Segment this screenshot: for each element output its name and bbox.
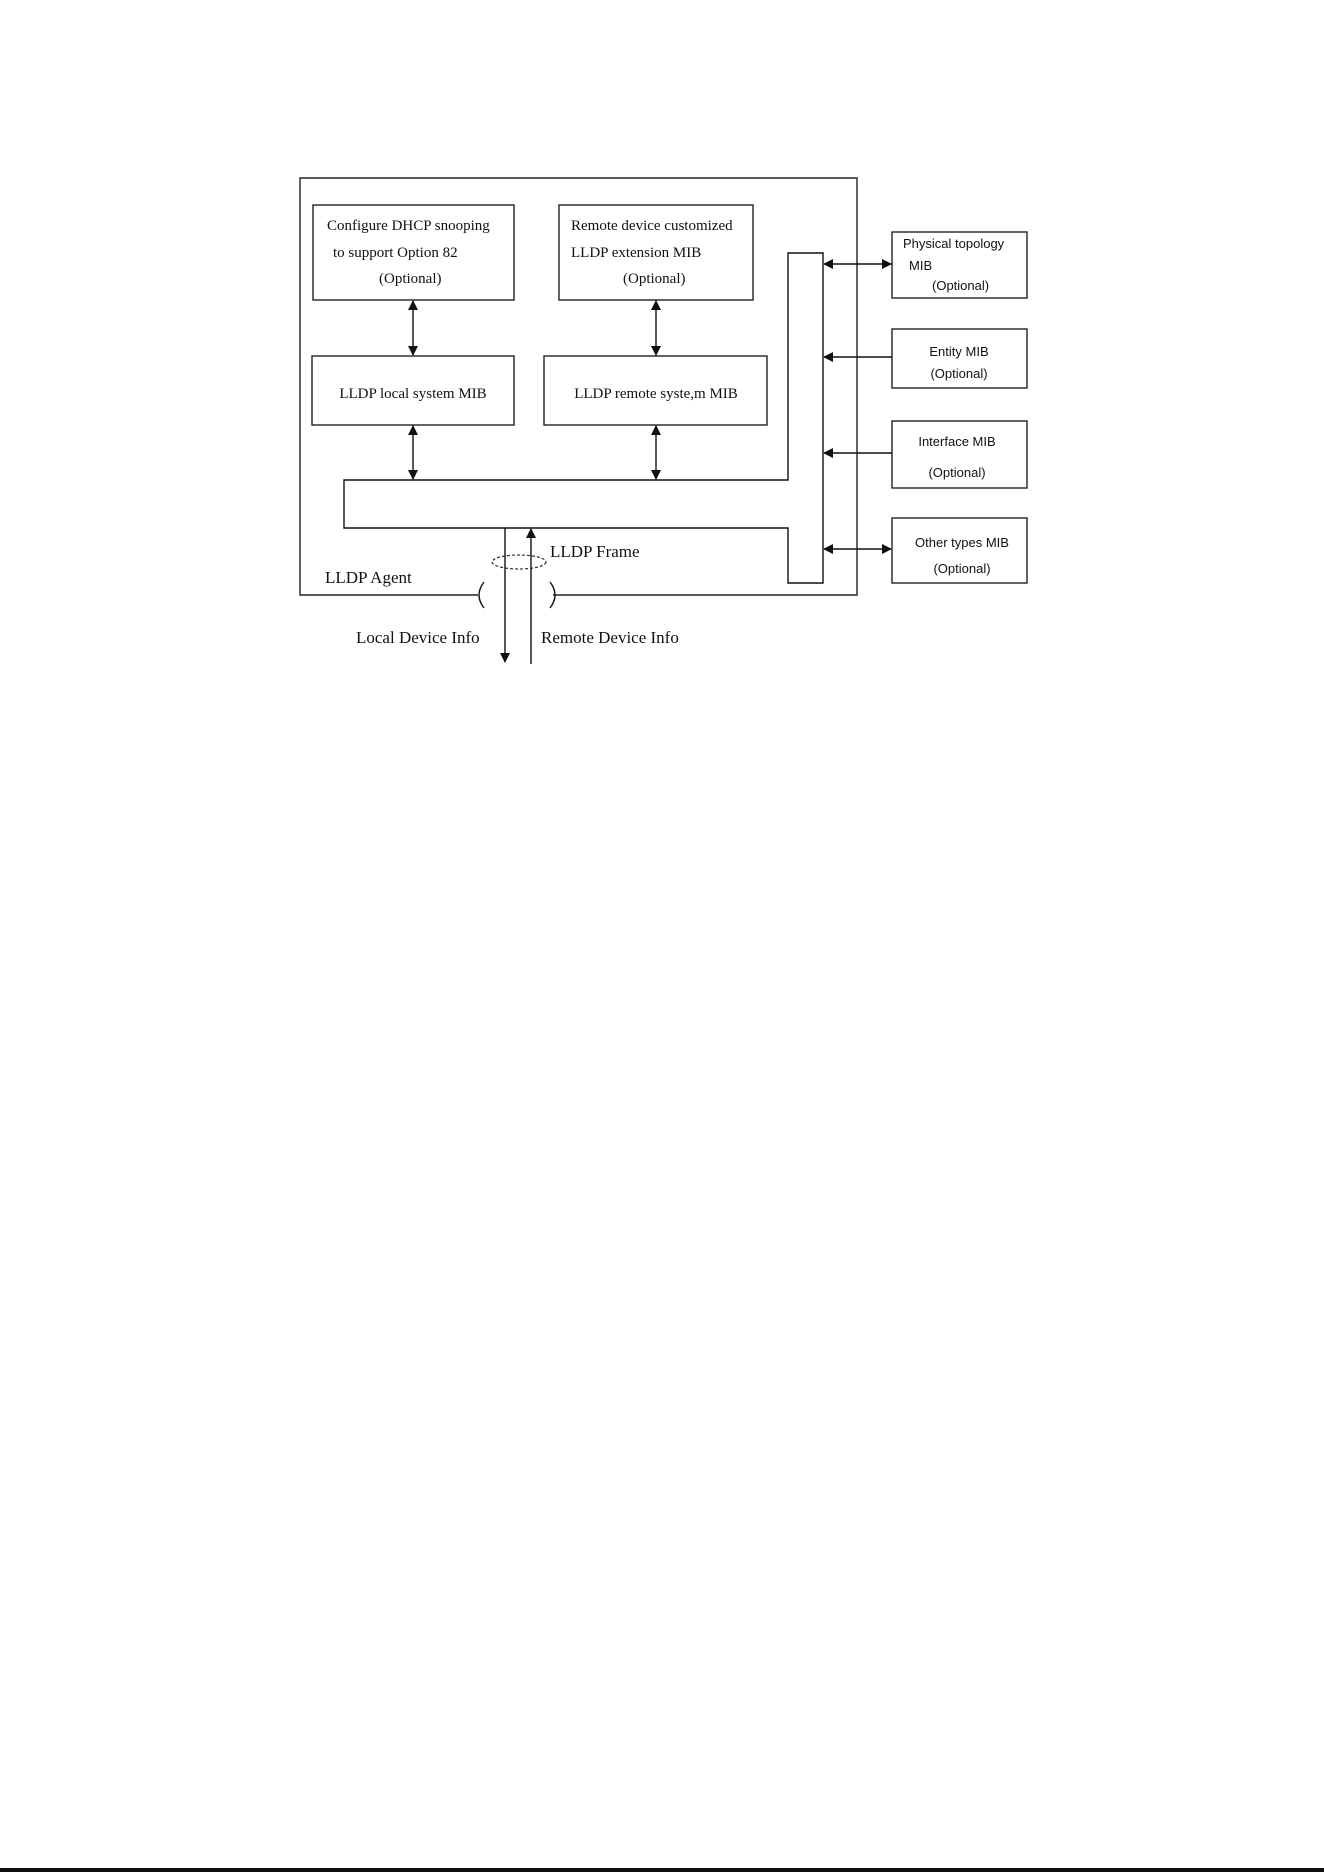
interface-mib-box — [891, 420, 1028, 489]
dhcp-snooping-line1: Configure DHCP snooping — [327, 218, 490, 234]
remote-extension-line3: (Optional) — [623, 271, 685, 287]
physical-topology-line2: MIB — [909, 258, 932, 273]
local-system-mib-label: LLDP local system MIB — [339, 386, 486, 402]
remote-system-mib-box — [543, 355, 768, 426]
entity-mib-box — [891, 328, 1028, 389]
lldp-agent-boundary — [299, 177, 858, 596]
remote-extension-line1: Remote device customized — [571, 218, 733, 234]
entity-mib-line1: Entity MIB — [929, 344, 988, 359]
local-device-info-label: Local Device Info — [356, 628, 480, 647]
interface-mib-line1: Interface MIB — [918, 434, 995, 449]
remote-extension-line2: LLDP extension MIB — [571, 245, 701, 261]
page-bottom-rule — [0, 1868, 1324, 1872]
other-types-mib-line2: (Optional) — [933, 561, 990, 576]
entity-mib-line2: (Optional) — [930, 366, 987, 381]
interface-mib-line2: (Optional) — [928, 465, 985, 480]
physical-topology-line3: (Optional) — [932, 278, 989, 293]
frame-right-bracket — [549, 581, 556, 609]
lldp-frame-ellipse — [491, 554, 547, 570]
internal-bus — [343, 252, 824, 584]
remote-extension-mib-box — [558, 204, 754, 301]
dhcp-snooping-line3: (Optional) — [379, 271, 441, 287]
dhcp-snooping-line2: to support Option 82 — [333, 245, 458, 261]
lldp-frame-label: LLDP Frame — [550, 542, 640, 561]
frame-left-bracket — [478, 581, 485, 609]
remote-system-mib-label: LLDP remote syste,m MIB — [574, 386, 738, 402]
lldp-agent-label: LLDP Agent — [325, 568, 412, 587]
other-types-mib-line1: Other types MIB — [915, 535, 1009, 550]
physical-topology-mib-box — [891, 231, 1028, 299]
physical-topology-line1: Physical topology — [903, 236, 1005, 251]
remote-device-info-label: Remote Device Info — [541, 628, 679, 647]
other-types-mib-box — [891, 517, 1028, 584]
